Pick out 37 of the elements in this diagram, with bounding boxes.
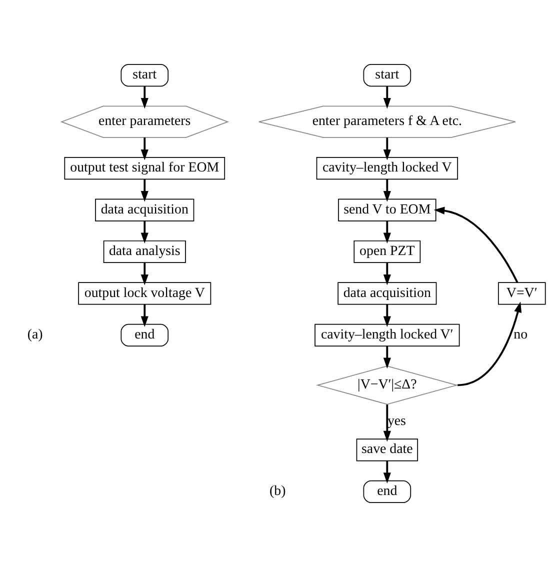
arrow [383, 178, 391, 202]
node-box: start [120, 64, 169, 86]
node-box: data acquisition [95, 198, 194, 221]
arrow [140, 220, 148, 244]
arrow [383, 262, 391, 285]
arrow [383, 460, 391, 483]
node-box: cavity–length locked V′ [314, 323, 460, 346]
arrow [140, 137, 148, 160]
node-box: open PZT [354, 240, 421, 263]
node-box: save date [356, 438, 418, 461]
arrow [383, 137, 391, 160]
node-box: cavity–length locked V [316, 156, 458, 180]
arrow [434, 206, 518, 282]
arrow [383, 220, 391, 244]
node-box: V=V′ [498, 282, 546, 304]
label: (b) [270, 483, 286, 498]
arrow [140, 86, 148, 108]
node-box: end [120, 323, 169, 346]
arrow [383, 404, 391, 442]
arrow [383, 304, 391, 326]
node-box: data analysis [103, 240, 186, 263]
arrow [383, 86, 391, 108]
arrow [457, 301, 522, 386]
arrow [140, 262, 148, 285]
node-box: output lock voltage V [78, 282, 212, 304]
arrow [383, 346, 391, 368]
edge-label: yes [387, 413, 406, 428]
node-box: end [363, 480, 412, 502]
node-box: start [363, 64, 412, 86]
node-box: output test signal for EOM [64, 156, 226, 180]
label: (a) [27, 326, 43, 342]
edge-label: no [514, 326, 528, 342]
node-box: data acquisition [338, 282, 437, 304]
arrow [140, 304, 148, 326]
node-diamond: |V−V′|≤Δ? [316, 365, 458, 404]
arrow [140, 178, 148, 202]
node-box: send V to EOM [338, 198, 436, 221]
